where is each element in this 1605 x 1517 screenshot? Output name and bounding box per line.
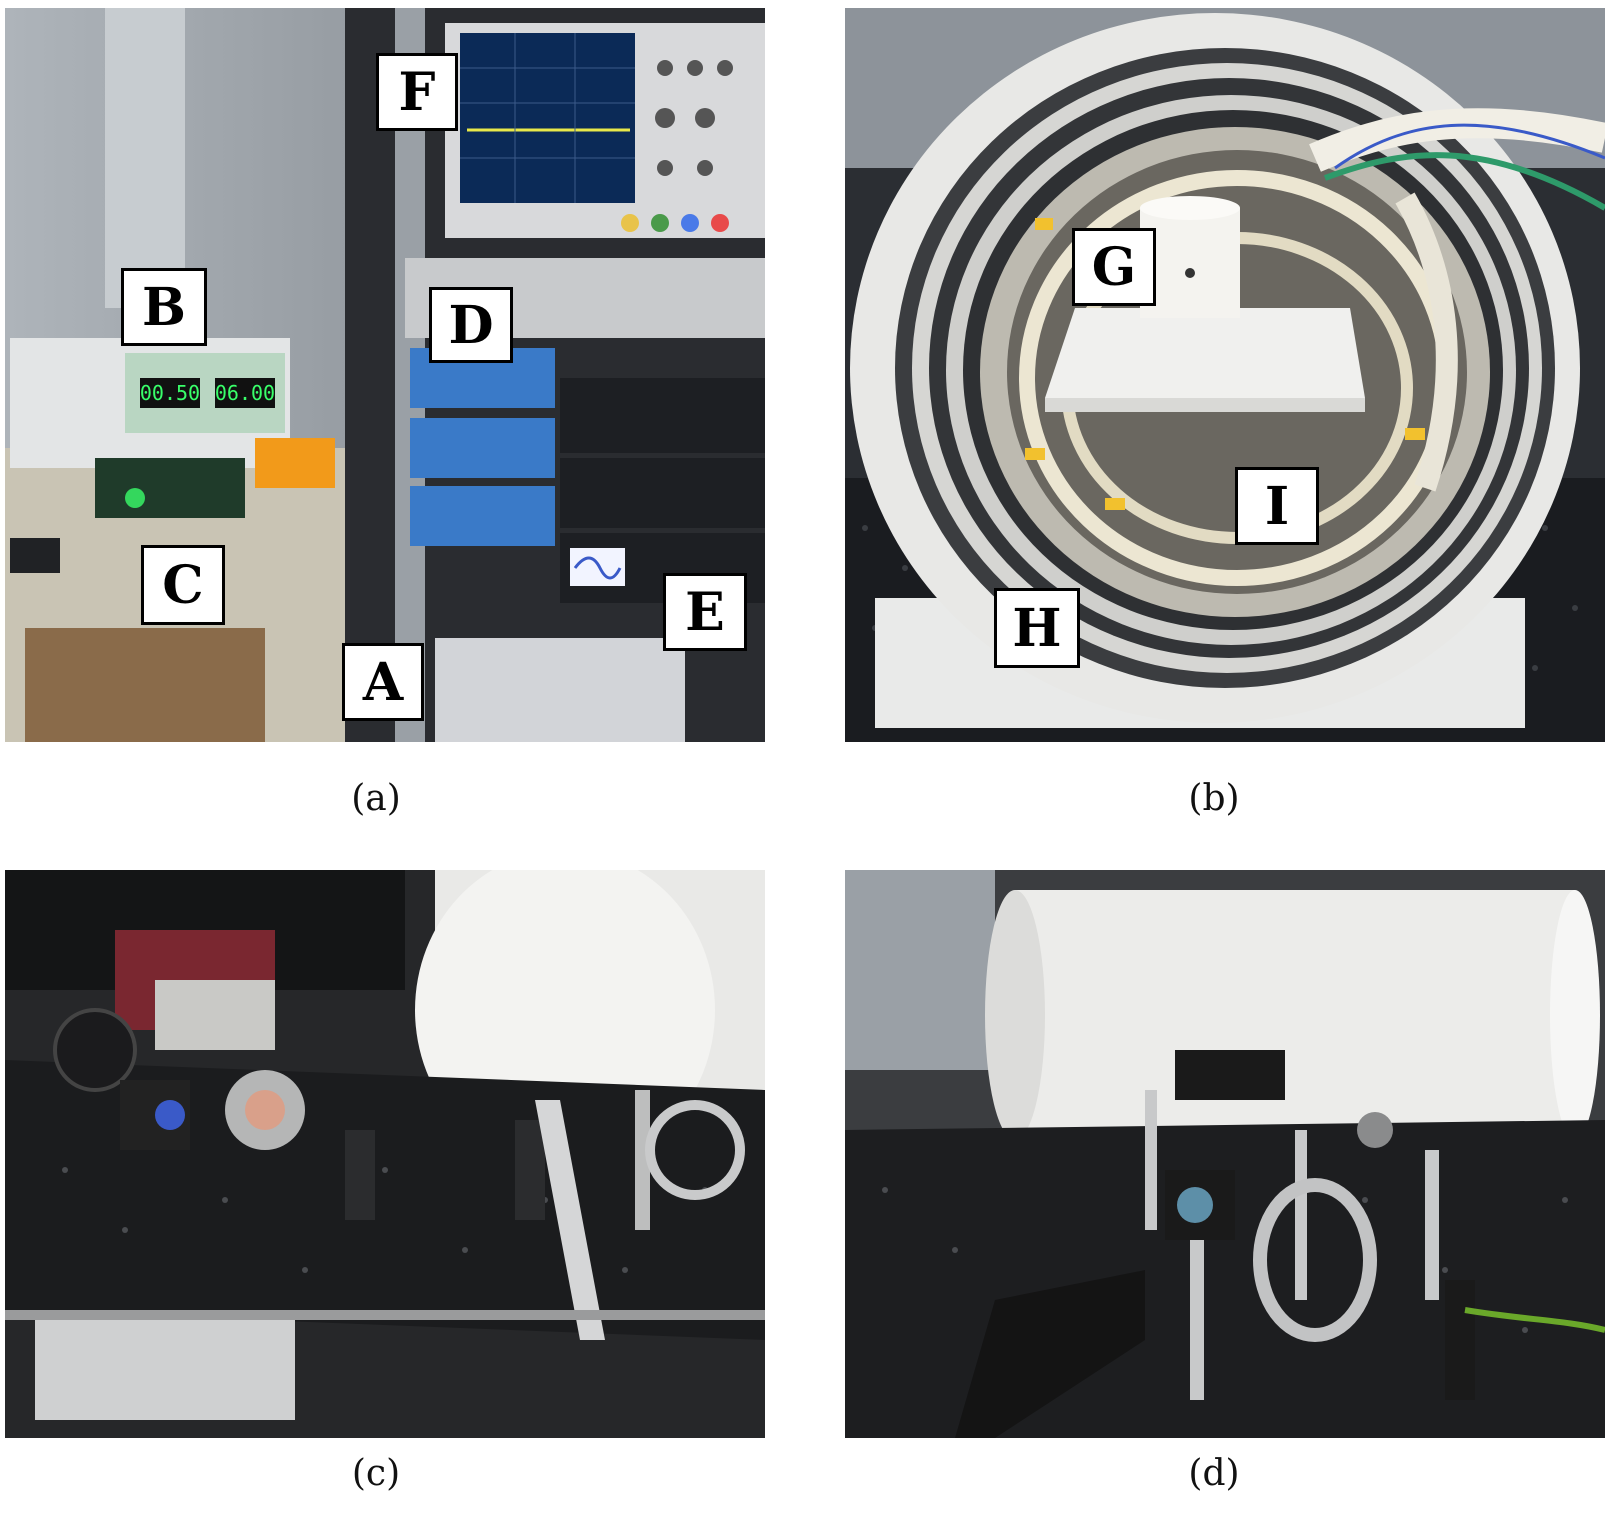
caption-c: (c) xyxy=(351,1453,401,1494)
caption-a: (a) xyxy=(351,778,401,819)
optical-setup-photo-2 xyxy=(845,870,1605,1438)
photo-panel-b xyxy=(845,8,1605,742)
label-H: H xyxy=(994,588,1080,668)
label-E: E xyxy=(663,573,747,651)
label-C: C xyxy=(141,545,225,625)
label-I: I xyxy=(1235,467,1319,545)
label-A: A xyxy=(342,643,424,721)
optical-setup-photo-1 xyxy=(5,870,765,1438)
label-G: G xyxy=(1072,228,1156,306)
label-D: D xyxy=(429,287,513,363)
label-F: F xyxy=(376,53,458,131)
current-readout: 00.50 xyxy=(140,381,200,405)
label-B: B xyxy=(121,268,207,346)
voltage-readout: 06.00 xyxy=(215,381,275,405)
photo-panel-c xyxy=(5,870,765,1438)
caption-d: (d) xyxy=(1188,1453,1240,1494)
magnetic-shield-photo xyxy=(845,8,1605,742)
caption-b: (b) xyxy=(1188,778,1240,819)
photo-panel-d xyxy=(845,870,1605,1438)
